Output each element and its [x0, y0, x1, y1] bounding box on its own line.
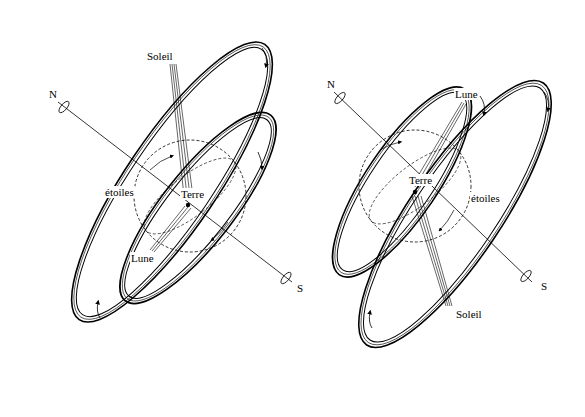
- body-label: Soleil: [146, 50, 174, 62]
- body-label: N: [326, 78, 336, 90]
- body-label: N: [48, 88, 58, 100]
- body-label: Lune: [454, 88, 479, 100]
- body-label: Terre: [408, 174, 433, 186]
- body-label: Soleil: [455, 308, 483, 320]
- body-label: étoiles: [104, 186, 135, 198]
- body-label: Terre: [180, 188, 205, 200]
- body-label: Lune: [130, 252, 155, 264]
- body-label: S: [296, 282, 304, 294]
- body-label: étoiles: [470, 192, 501, 204]
- body-label: S: [540, 280, 548, 292]
